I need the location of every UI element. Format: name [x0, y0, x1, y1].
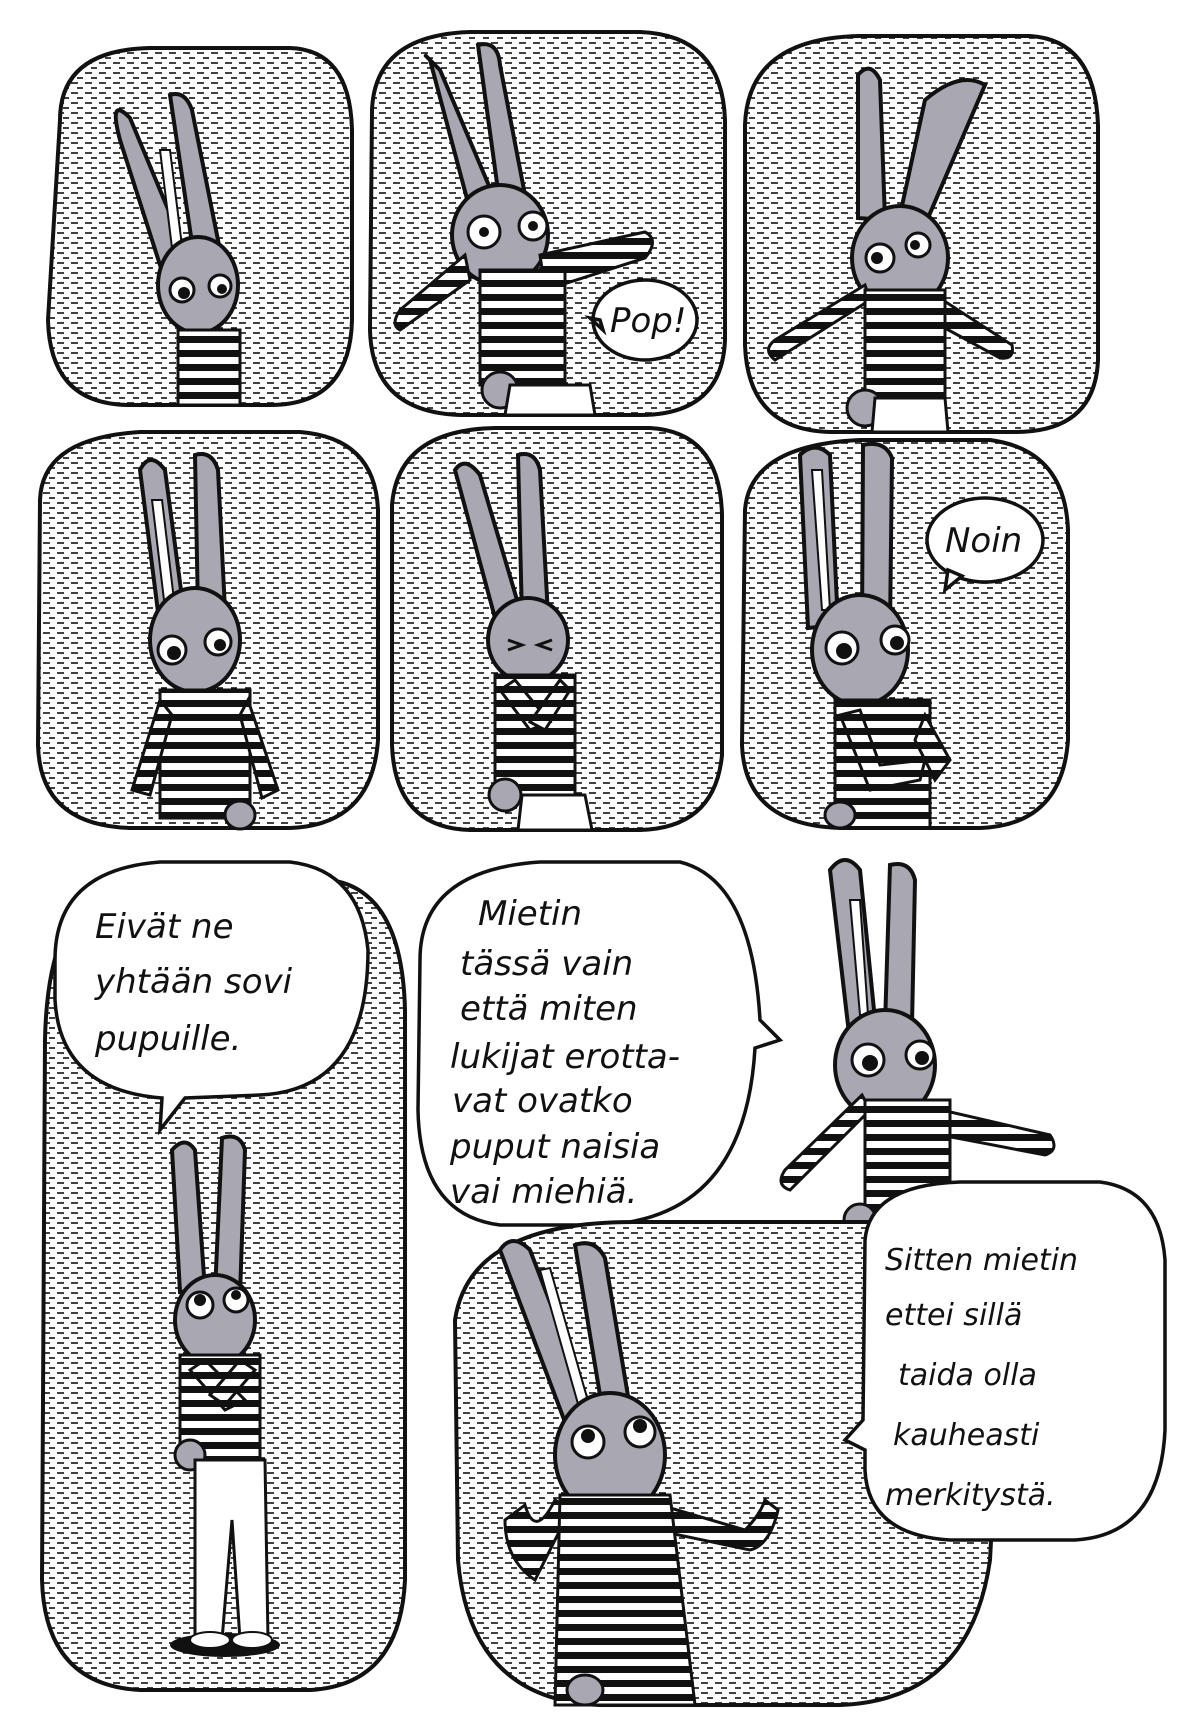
rabbit-3: [767, 66, 1014, 434]
panel-7-line-3: pupuille.: [94, 1019, 241, 1059]
pop-text: Pop!: [610, 301, 687, 341]
panel-2: Pop!: [367, 30, 727, 417]
rabbit-6: [797, 441, 952, 830]
panel-9-line-4: kauheasti: [893, 1418, 1040, 1453]
rabbit-9: [497, 1239, 780, 1707]
rabbit-1: [113, 92, 242, 407]
panel-1: [45, 46, 354, 407]
panel-7-speech-bubble: Eivät ne yhtään sovi pupuille.: [53, 860, 370, 1136]
panel-9-speech-bubble: Sitten mietin ettei sillä taida olla kau…: [842, 1180, 1167, 1542]
panel-6: Noin: [739, 438, 1070, 830]
noin-text: Noin: [945, 521, 1022, 561]
panel-7-line-1: Eivät ne: [95, 907, 234, 947]
panel-9-line-3: taida olla: [898, 1358, 1037, 1393]
panel-9-line-2: ettei sillä: [885, 1298, 1022, 1333]
rabbit-4: [130, 452, 280, 831]
rabbit-2: [393, 42, 654, 417]
panel-7: Eivät ne yhtään sovi pupuille.: [39, 860, 407, 1692]
rabbit-8: [779, 858, 1056, 1238]
panel-8-line-4: lukijat erotta-: [450, 1037, 680, 1077]
panel-8-line-7: vai miehiä.: [450, 1172, 637, 1212]
panel-8-line-1: Mietin: [478, 894, 582, 934]
svg-text:Mietin tässä vain: Mietin tässä vain että miten lukijat ero…: [449, 894, 691, 1212]
panel-9-line-1: Sitten mietin: [885, 1243, 1078, 1278]
panel-9: Sitten mietin ettei sillä taida olla kau…: [452, 1180, 1167, 1707]
svg-text:Eivät ne yhtään sovi: Eivät ne yhtään sovi pupuille.: [94, 907, 303, 1059]
noin-bubble: Noin: [925, 496, 1045, 595]
panel-9-line-5: merkitystä.: [885, 1478, 1056, 1513]
panel-8-line-2: tässä vain: [460, 944, 633, 984]
panel-8-line-3: että miten: [460, 989, 638, 1029]
panel-8-line-6: puput naisia: [449, 1127, 660, 1167]
panel-5: [390, 426, 724, 832]
panel-8: Mietin tässä vain että miten lukijat ero…: [416, 858, 1056, 1238]
panel-3: [743, 34, 1100, 434]
panel-8-line-5: vat ovatko: [452, 1081, 633, 1121]
panel-8-speech-bubble: Mietin tässä vain että miten lukijat ero…: [416, 860, 784, 1227]
svg-text:Sitten mietin ettei si: Sitten mietin ettei sillä taida olla kau…: [885, 1243, 1088, 1513]
pop-bubble: Pop!: [584, 278, 699, 362]
rabbit-7: [169, 1134, 280, 1657]
rabbit-5: [452, 452, 594, 832]
panel-4: [35, 430, 380, 831]
panel-7-line-2: yhtään sovi: [94, 962, 293, 1002]
